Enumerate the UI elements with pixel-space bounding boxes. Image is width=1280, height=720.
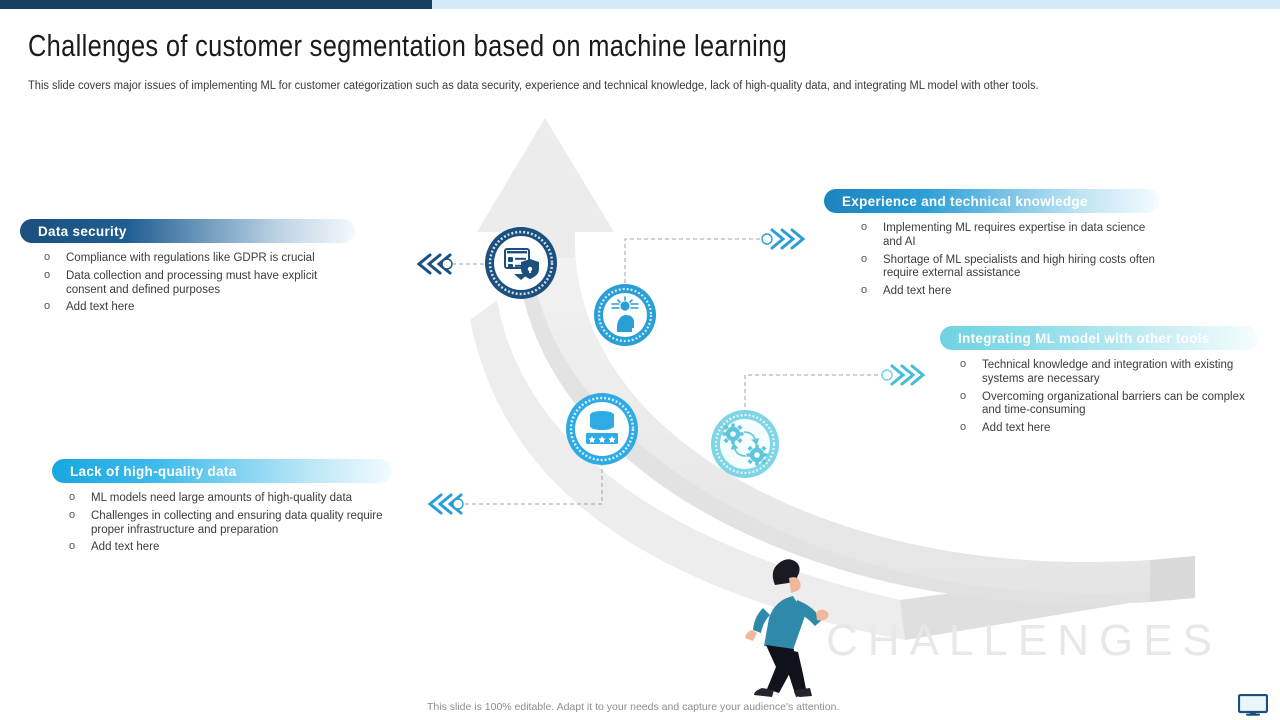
list-item: ML models need large amounts of high-qua…	[69, 491, 392, 506]
card-title-data-security: Data security	[20, 219, 355, 243]
connector-lines	[452, 238, 886, 505]
triple-chevron-right-icon-bottom	[881, 364, 926, 386]
list-item: Compliance with regulations like GDPR is…	[44, 251, 355, 266]
card-experience-technical-knowledge: Experience and technical knowledge Imple…	[824, 189, 1159, 303]
card-title-lack-of-high-quality-data: Lack of high-quality data	[52, 459, 392, 483]
card-bullets-integrating-ml-model: Technical knowledge and integration with…	[940, 358, 1258, 436]
head-gear-icon	[594, 284, 656, 346]
page-subtitle: This slide covers major issues of implem…	[28, 80, 1039, 92]
running-person-illustration	[745, 559, 829, 697]
screen-lock-shield-icon	[485, 227, 557, 299]
monitor-icon[interactable]	[1238, 694, 1268, 716]
list-item: Add text here	[44, 300, 355, 315]
triple-chevron-left-icon-top	[416, 253, 453, 275]
top-accent-bar-dark	[0, 0, 432, 9]
triple-chevron-left-icon-bottom	[427, 493, 464, 515]
triple-chevron-right-icon-top	[761, 228, 806, 250]
footer-note: This slide is 100% editable. Adapt it to…	[427, 701, 840, 713]
database-stars-icon	[566, 393, 638, 465]
challenges-watermark: CHALLENGES	[826, 616, 1222, 665]
card-integrating-ml-model: Integrating ML model with other tools Te…	[940, 326, 1258, 440]
card-bullets-experience-technical-knowledge: Implementing ML requires expertise in da…	[824, 221, 1159, 299]
card-title-integrating-ml-model: Integrating ML model with other tools	[940, 326, 1258, 350]
ramp-edge	[1150, 556, 1195, 602]
list-item: Data collection and processing must have…	[44, 269, 355, 298]
gears-sync-icon	[711, 410, 779, 478]
list-item: Add text here	[861, 284, 1159, 299]
card-lack-of-high-quality-data: Lack of high-quality data ML models need…	[52, 459, 392, 559]
list-item: Shortage of ML specialists and high hiri…	[861, 253, 1159, 282]
list-item: Challenges in collecting and ensuring da…	[69, 509, 392, 538]
card-data-security: Data security Compliance with regulation…	[20, 219, 355, 319]
top-accent-bar-light	[432, 0, 1280, 9]
list-item: Overcoming organizational barriers can b…	[960, 390, 1258, 419]
list-item: Technical knowledge and integration with…	[960, 358, 1258, 387]
page-title: Challenges of customer segmentation base…	[28, 28, 788, 63]
list-item: Implementing ML requires expertise in da…	[861, 221, 1159, 250]
card-title-experience-technical-knowledge: Experience and technical knowledge	[824, 189, 1159, 213]
card-bullets-data-security: Compliance with regulations like GDPR is…	[20, 251, 355, 315]
card-bullets-lack-of-high-quality-data: ML models need large amounts of high-qua…	[52, 491, 392, 555]
list-item: Add text here	[960, 421, 1258, 436]
list-item: Add text here	[69, 540, 392, 555]
